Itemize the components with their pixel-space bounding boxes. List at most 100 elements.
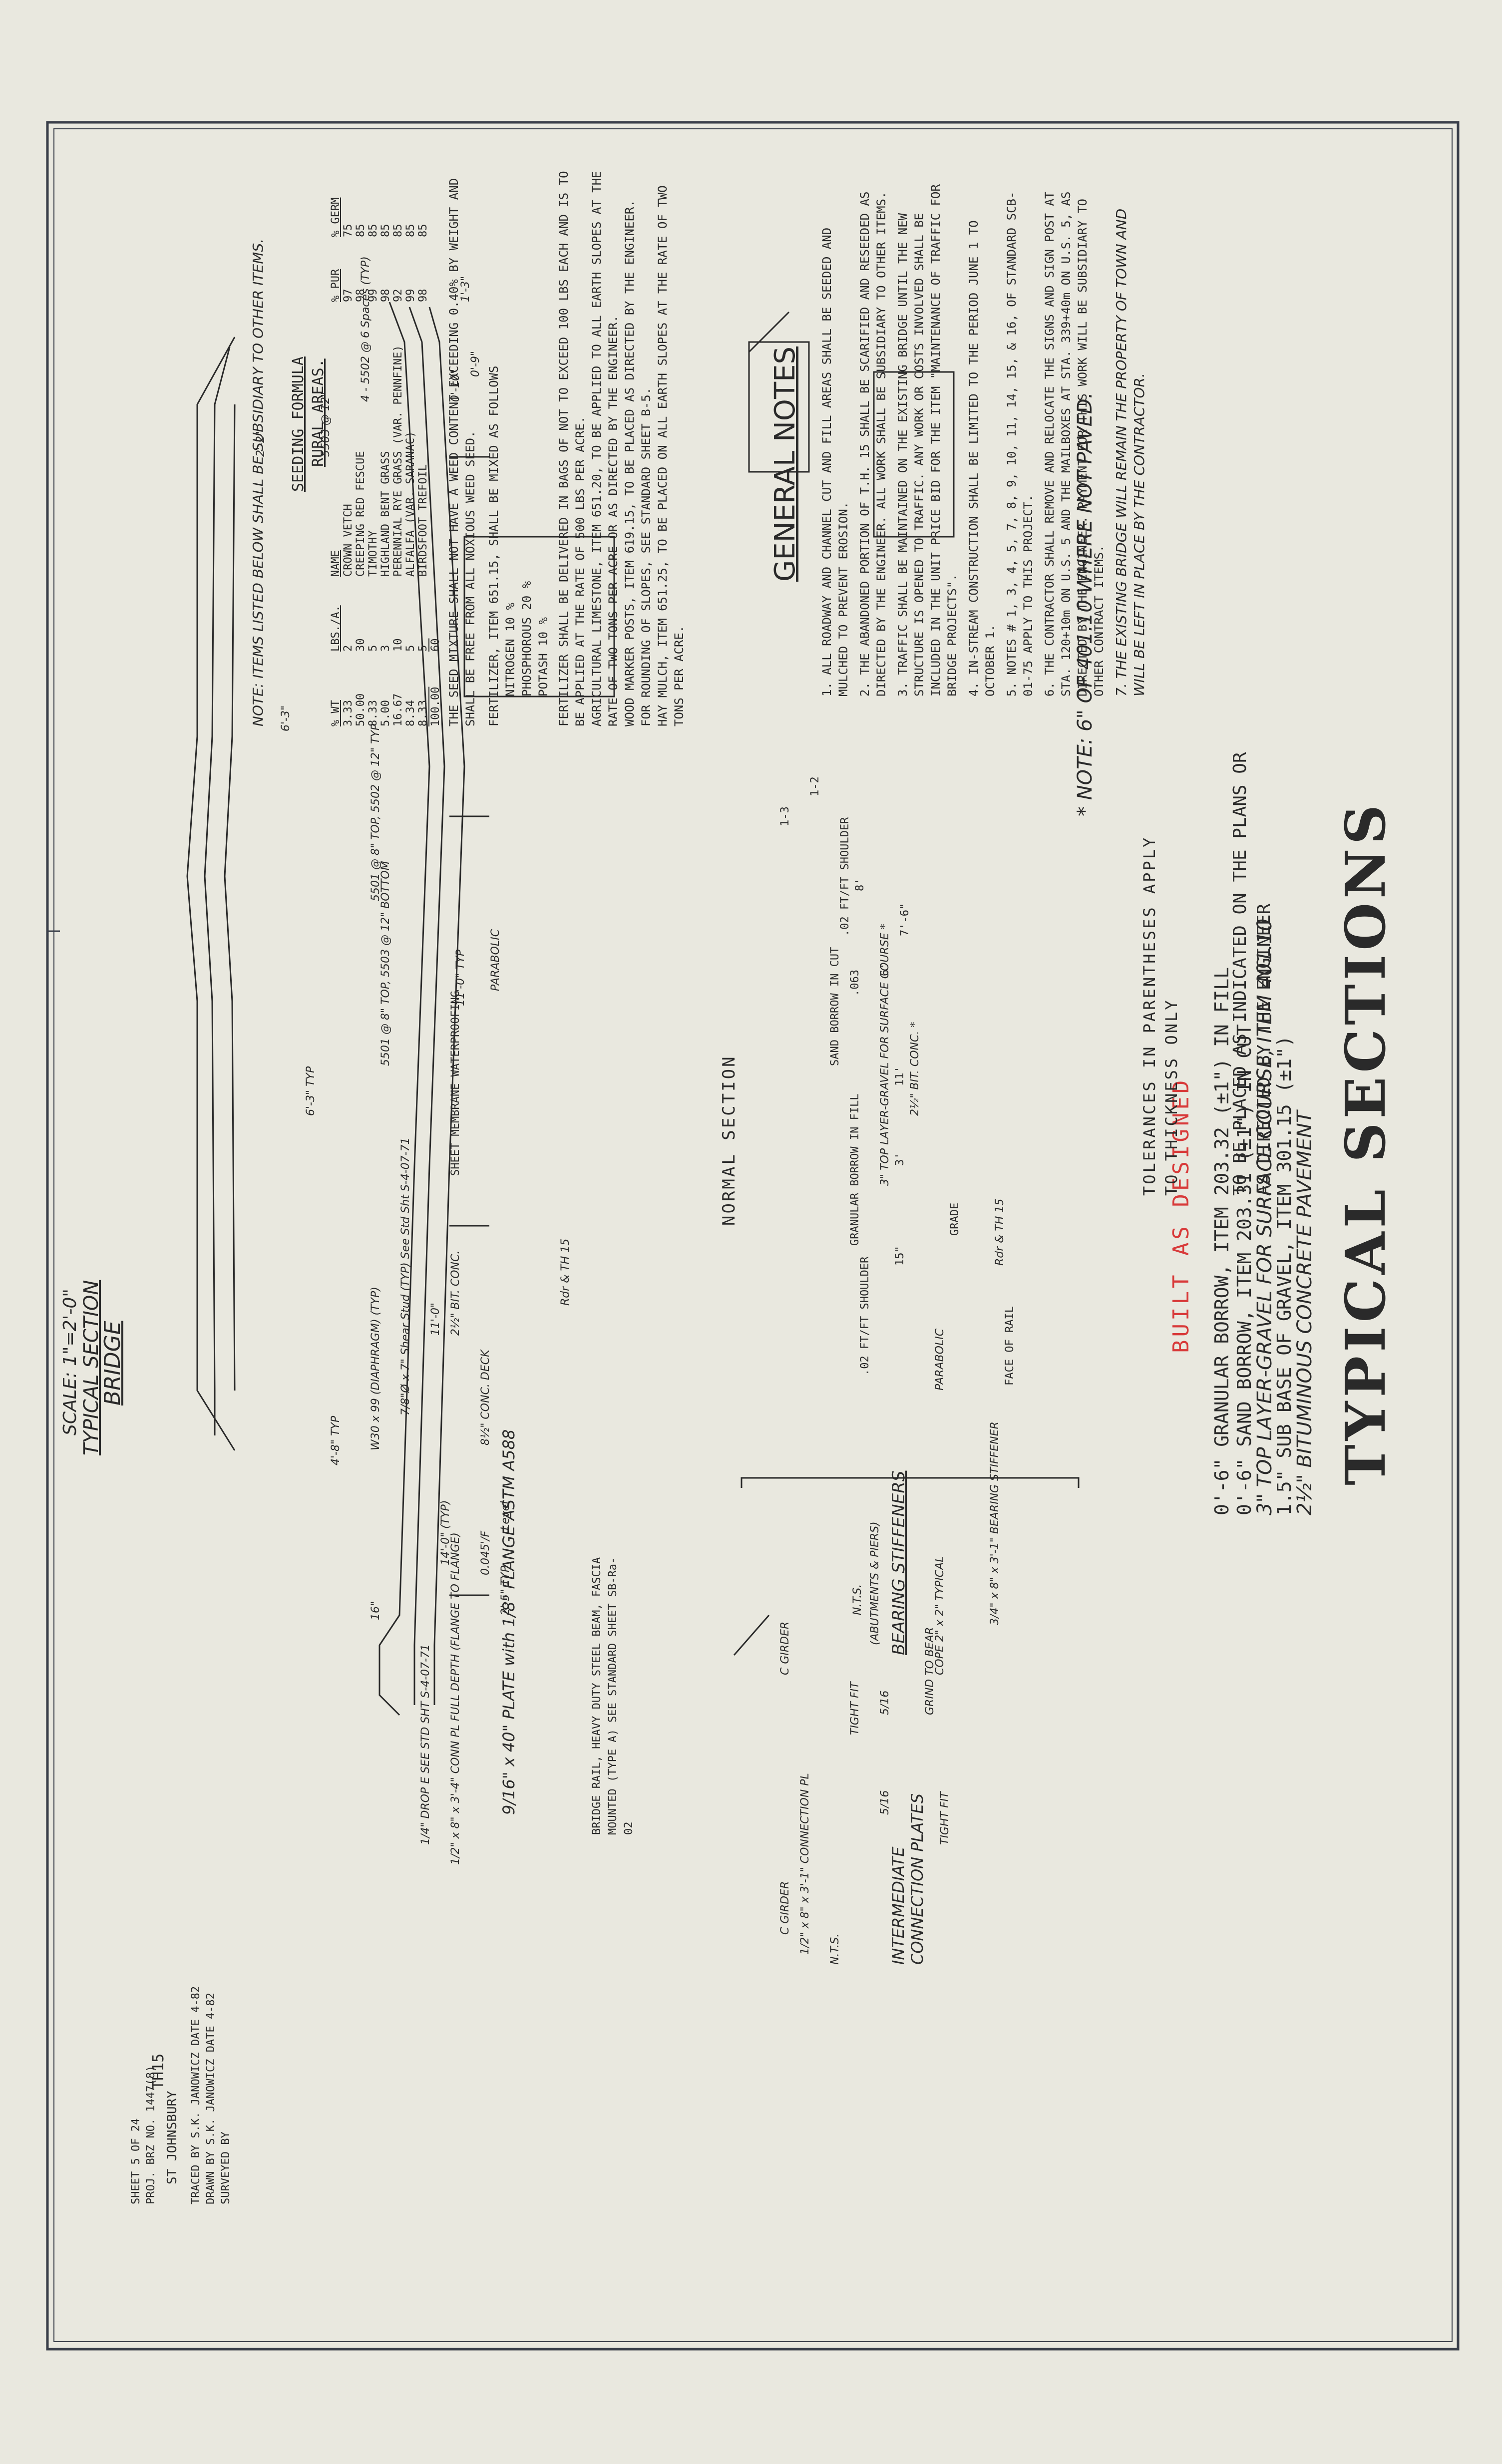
project-number: PROJ. BRZ NO. 1447(8) xyxy=(145,2065,157,2204)
bridge-cross-frame: 1/2" x 8" x 3'-4" CONN PL FULL DEPTH (FL… xyxy=(449,1532,462,1865)
cell: 98 xyxy=(417,289,429,303)
parabolic-label: PARABOLIC xyxy=(934,1328,946,1391)
cell: 60 xyxy=(429,638,442,652)
connection-plates-nts: N.T.S. xyxy=(829,1933,841,1965)
shoulder-left-label: .02 FT/FT SHOULDER xyxy=(839,817,851,936)
dim-7-6: 7'-6" xyxy=(899,903,911,936)
cell: 5 xyxy=(417,645,429,652)
cell: 97 xyxy=(342,289,355,303)
bit-conc-label: 2½" BIT. CONC. * xyxy=(909,1022,921,1116)
girder-label-1: C GIRDER xyxy=(779,1621,791,1675)
tight-fit-label-2: TIGHT FIT xyxy=(939,1791,951,1845)
general-notes-list: 1. ALL ROADWAY AND CHANNEL CUT AND FILL … xyxy=(819,177,1148,697)
cell: BIRDSFOOT TREFOIL xyxy=(417,464,429,577)
cell: 8.33 xyxy=(367,700,379,726)
general-note-4: 4. IN-STREAM CONSTRUCTION SHALL BE LIMIT… xyxy=(967,220,997,697)
bridge-subtitle: TYPICAL SECTION xyxy=(80,1280,103,1455)
cell: CROWN VETCH xyxy=(342,504,355,577)
bridge-plate: 9/16" x 40" PLATE with 1/8" FLANGE ASTM … xyxy=(499,1429,518,1815)
dim-6: 6' xyxy=(879,963,891,977)
cell: 2 xyxy=(342,645,355,652)
nutrient-2: PHOSPHOROUS 20 % xyxy=(520,581,534,697)
cell: 30 xyxy=(355,638,367,652)
clip-label: COPE 2" x 2" TYPICAL xyxy=(934,1556,946,1675)
bridge-dim-11-typ: 11'-0" TYP xyxy=(454,949,467,1006)
surveyed-by: SURVEYED BY xyxy=(220,2131,232,2204)
cell: 100.00 xyxy=(429,687,442,726)
bridge-conc-deck: 8½" CONC. DECK xyxy=(479,1350,492,1445)
placement-note: TO BE PLACED AS INDICATED ON THE PLANS O… xyxy=(1230,752,1274,1196)
cell: 3.33 xyxy=(342,700,355,726)
bridge-scale: SCALE: 1"=2'-0" xyxy=(60,1289,80,1435)
traced-by: TRACED BY S.K. JANOWICZ DATE 4-82 xyxy=(190,1986,202,2204)
sheet-number: SHEET 5 OF 24 xyxy=(130,2118,142,2204)
cell: PERENNIAL RYE GRASS (VAR. PENNFINE) xyxy=(392,345,404,577)
page-title: TYPICAL SECTIONS xyxy=(1333,800,1398,1485)
weld-label-1: 5/16 xyxy=(879,1690,891,1715)
cell: 85 xyxy=(379,224,392,238)
nutrient-3: POTASH 10 % xyxy=(536,617,550,697)
bridge-centerline: Rdr & TH 15 xyxy=(559,1238,572,1306)
cell: 75 xyxy=(342,224,355,238)
layer-2: 1.5" SUB BASE OF GRAVEL, ITEM 301.15 (±1… xyxy=(1273,1036,1295,1515)
bridge-bit-conc: 2½" BIT. CONC. xyxy=(449,1250,462,1336)
bridge-shear-stud: 7/8"Ø x 7" Shear Stud (TYP) See Std Sht … xyxy=(399,1137,412,1415)
cell: 98 xyxy=(379,289,392,303)
dim-8: 8' xyxy=(854,878,866,892)
nutrient-1: NITROGEN 10 % xyxy=(503,603,517,697)
bridge-dim-11: 11'-0" xyxy=(429,1302,442,1336)
bearing-stiffeners-title: BEARING STIFFENERS xyxy=(889,1470,909,1655)
bridge-title: BRIDGE xyxy=(100,1321,125,1406)
bridge-dim-0-10: 0'-10" xyxy=(449,368,462,402)
dim-3: 3' xyxy=(894,1152,906,1166)
cell: 85 xyxy=(417,224,429,238)
mixture-note: THE SEED MIXTURE SHALL NOT HAVE A WEED C… xyxy=(447,178,477,726)
centerline-label: Rdr & TH 15 xyxy=(994,1198,1006,1266)
bridge-slope: 0.045'/F xyxy=(479,1530,492,1575)
cell: ALFALFA (VAR. SARANAC) xyxy=(404,431,417,577)
bearing-stiffener-label: 3/4" x 8" x 3'-1" BEARING STIFFENER xyxy=(989,1421,1001,1625)
header-germ: % GERM xyxy=(330,197,342,237)
cell: 5.00 xyxy=(379,700,392,726)
bridge-dim-6-3a: 6'-3" xyxy=(280,705,292,731)
shoulder-right-label: .02 FT/FT SHOULDER xyxy=(859,1256,871,1376)
bridge-rebar-2: 5503 @ 12" xyxy=(320,391,332,457)
bearing-stiffeners-nts: N.T.S. xyxy=(851,1584,864,1615)
connection-plates-title: INTERMEDIATE CONNECTION PLATES xyxy=(889,1793,927,1965)
slope-1-3-left: 1-3 xyxy=(779,806,791,826)
tight-fit-label: TIGHT FIT xyxy=(849,1682,861,1735)
connection-plate-label: 1/2" x 8" x 3'-1" CONNECTION PL xyxy=(799,1773,811,1955)
seeding-top-note: NOTE: ITEMS LISTED BELOW SHALL BE SUBSID… xyxy=(250,238,266,726)
layer-1: 2½" BITUMINOUS CONCRETE PAVEMENT xyxy=(1293,1110,1316,1515)
table-row: 3.33 2 CROWN VETCH 97 75 xyxy=(342,157,355,727)
general-note-6: 6. THE CONTRACTOR SHALL REMOVE AND RELOC… xyxy=(1043,191,1106,697)
seeding-paragraph-2: AGRICULTURAL LIMESTONE, ITEM 651.20, TO … xyxy=(590,171,620,726)
general-note-1: 1. ALL ROADWAY AND CHANNEL CUT AND FILL … xyxy=(820,227,850,697)
bridge-dim-0-9: 0'-9" xyxy=(469,351,482,377)
bridge-dim-4-8: 4'-8" TYP xyxy=(330,1415,342,1465)
bridge-beam: W30 x 99 (DIAPHRAGM) (TYP) xyxy=(370,1287,382,1450)
cell: 85 xyxy=(367,224,379,238)
girder-label-2: C GIRDER xyxy=(779,1881,791,1935)
cell: 5 xyxy=(367,645,379,652)
cell: 10 xyxy=(392,638,404,652)
cell: 85 xyxy=(355,224,367,238)
header-lbs: LBS./A. xyxy=(330,605,342,652)
normal-section-title: NORMAL SECTION xyxy=(719,1055,739,1226)
cell: 5 xyxy=(404,645,417,652)
cell: 50.00 xyxy=(355,693,367,726)
cell: 85 xyxy=(404,224,417,238)
bridge-drop: 1/4" DROP E SEE STD SHT S-4-07-71 xyxy=(419,1644,432,1845)
seeding-paragraph-4: FOR ROUNDING OF SLOPES, SEE STANDARD SHE… xyxy=(639,387,653,726)
bridge-rebar-4: 5501 @ 8" TOP, 5503 @ 12" BOTTOM xyxy=(379,861,392,1066)
sheet-membrane-label: SHEET MEMBRANE WATERPROOFING xyxy=(449,991,462,1176)
seeding-paragraph-3: WOOD MARKER POSTS, ITEM 619.15, TO BE PL… xyxy=(623,200,637,726)
sand-borrow-label: SAND BORROW IN CUT xyxy=(829,947,841,1066)
bridge-dim-2-2: 2'-2" xyxy=(255,430,267,457)
grade-label: GRADE xyxy=(949,1202,961,1236)
